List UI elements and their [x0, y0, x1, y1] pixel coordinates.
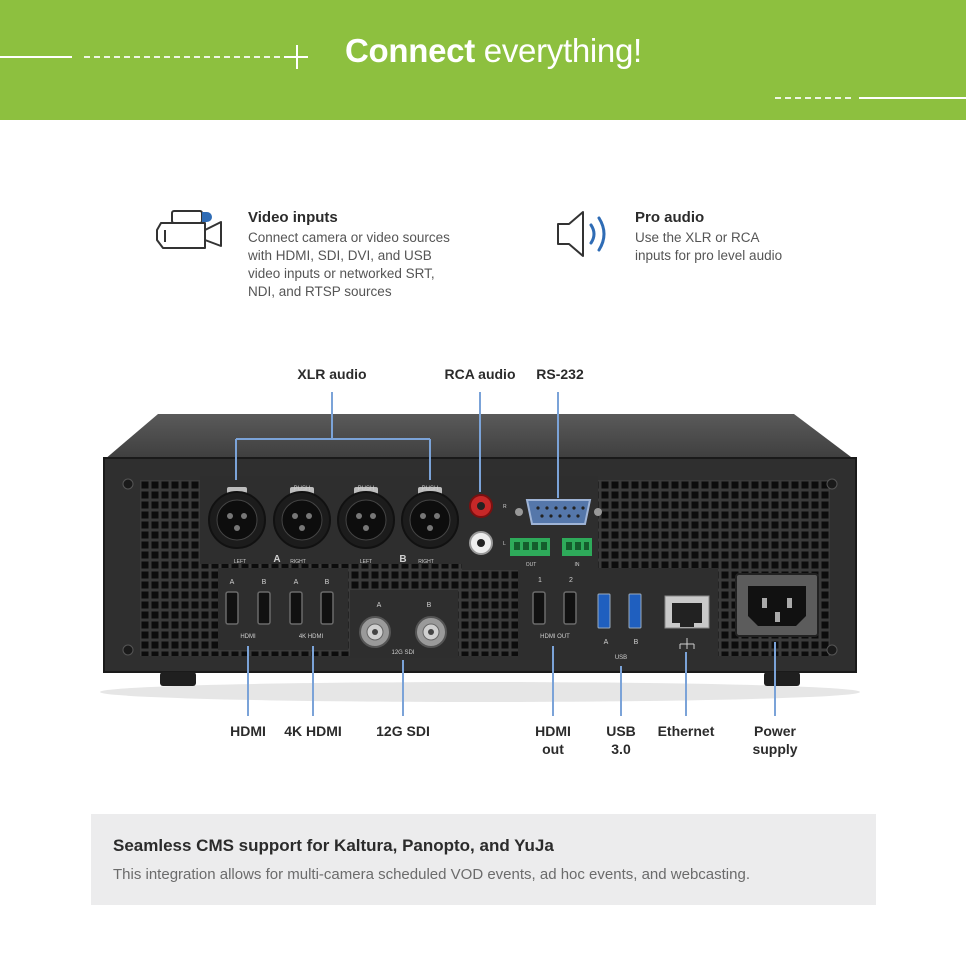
callout-power-supply: Power supply: [752, 723, 798, 757]
panel-usb-label: USB: [615, 655, 627, 661]
callout-rca-audio: RCA audio: [444, 366, 516, 382]
terminal-out-label: OUT: [526, 562, 537, 568]
banner-line-left: [0, 56, 72, 58]
hdmi-input-ports: [225, 591, 334, 625]
hdmi-b-label: B: [262, 579, 267, 586]
hdmi4k-a-label: A: [294, 579, 299, 586]
panel-sdi-label: 12G SDI: [391, 650, 414, 656]
feature-pro-audio: Pro audio Use the XLR or RCA inputs for …: [635, 209, 785, 265]
panel-label-right-a: RIGHT: [290, 559, 306, 565]
banner-dashes-left: [84, 56, 280, 58]
banner-title-rest: everything!: [474, 32, 642, 69]
hdmi-output-ports: [532, 591, 577, 625]
banner-dashes-right: [775, 97, 851, 99]
xlr-connectors: [208, 487, 459, 549]
xlr-push-label: PUSH: [358, 486, 375, 492]
feature-audio-title: Pro audio: [635, 209, 705, 226]
panel-label-left-b: LEFT: [360, 559, 372, 565]
panel-label-b: B: [399, 554, 406, 565]
callout-rs232: RS-232: [536, 366, 584, 382]
usb-b-label: B: [634, 639, 639, 646]
power-inlet: [735, 573, 819, 637]
sdi-b-label: B: [427, 602, 432, 609]
callout-xlr-audio: XLR audio: [297, 366, 367, 382]
cms-support-box: Seamless CMS support for Kaltura, Panopt…: [91, 814, 876, 905]
banner-title: Connect everything!: [345, 32, 642, 70]
ethernet-port: [664, 595, 710, 629]
banner-crosshair-vertical: [296, 45, 298, 69]
rs232-port: [515, 499, 602, 525]
panel-label-a: A: [273, 554, 280, 565]
feature-video-inputs: Video inputs Connect camera or video sou…: [248, 209, 463, 301]
panel-hdmi-out-label: HDMI OUT: [540, 634, 570, 640]
callout-usb-3: USB 3.0: [606, 723, 636, 757]
cms-support-heading: Seamless CMS support for Kaltura, Panopt…: [113, 836, 554, 855]
banner-line-right: [859, 97, 966, 99]
callout-hdmi: HDMI: [230, 723, 266, 739]
gpio-terminal-blocks: [510, 538, 592, 556]
callout-lines: [235, 392, 776, 716]
device-shadow: [100, 682, 860, 702]
speaker-icon: [557, 211, 606, 257]
callout-hdmi-out: HDMI out: [535, 723, 571, 757]
sdi-a-label: A: [377, 602, 382, 609]
xlr-push-label: PUSH: [422, 486, 439, 492]
feature-audio-text: Use the XLR or RCA inputs for pro level …: [635, 230, 783, 263]
panel-label-right-b: RIGHT: [418, 559, 434, 565]
callout-4k-hdmi: 4K HDMI: [284, 723, 342, 739]
xlr-push-label: PUSH: [294, 486, 311, 492]
hdmi-out-2-label: 2: [569, 577, 573, 584]
hdmi-a-label: A: [230, 579, 235, 586]
callout-ethernet: Ethernet: [657, 723, 715, 739]
feature-video-text: Connect camera or video sources with HDM…: [248, 230, 450, 299]
terminal-in-label: IN: [575, 562, 580, 568]
hdmi4k-b-label: B: [325, 579, 330, 586]
cms-support-text: This integration allows for multi-camera…: [113, 866, 750, 883]
callout-12g-sdi: 12G SDI: [376, 723, 430, 739]
usb-a-label: A: [604, 639, 609, 646]
panel-hdmi4k-label: 4K HDMI: [299, 634, 324, 640]
feature-video-title: Video inputs: [248, 209, 338, 226]
usb3-ports: [597, 593, 642, 629]
banner-title-bold: Connect: [345, 32, 475, 69]
rca-r-label: R: [503, 504, 507, 510]
panel-label-left-a: LEFT: [234, 559, 246, 565]
rca-l-label: L: [503, 541, 506, 547]
sdi-bnc-ports: [359, 616, 447, 648]
video-camera-icon: [156, 210, 222, 249]
network-symbol-icon: [679, 638, 695, 649]
rca-jacks: [469, 494, 493, 555]
header-banner: Connect everything!: [0, 0, 966, 120]
panel-hdmi-label: HDMI: [240, 634, 256, 640]
hdmi-out-1-label: 1: [538, 577, 542, 584]
